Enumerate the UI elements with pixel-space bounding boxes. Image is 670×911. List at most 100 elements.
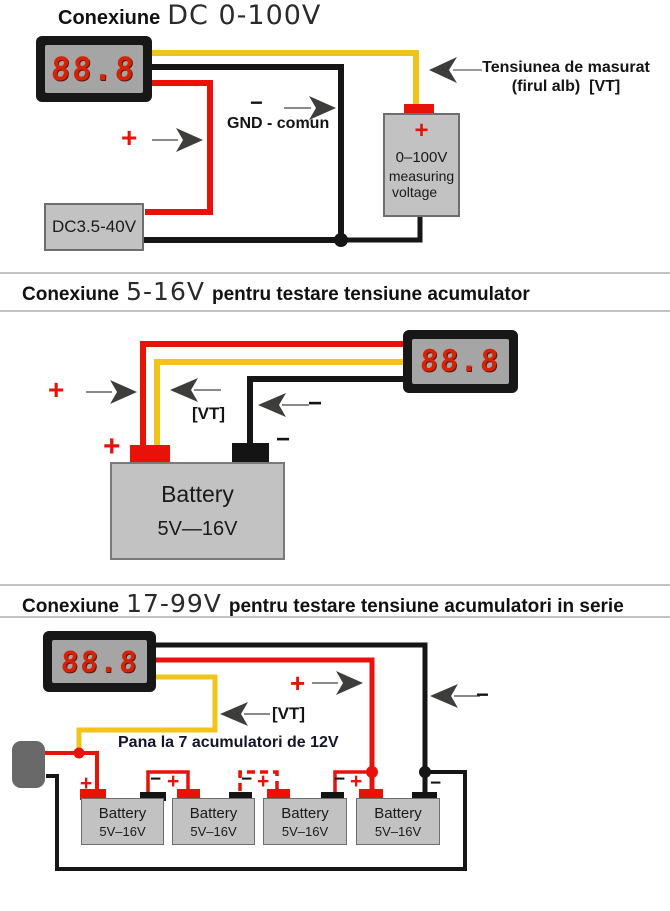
wire-black-loop-s3 [46,770,467,871]
arrow-left-measure-icon [429,57,482,83]
arrow-left-vt-s3-icon [220,702,270,726]
section1-title: Conexiune DC 0-100V [58,0,321,31]
battery4-box: Battery 5V–16V [356,798,440,845]
battery2-minus-label: − [241,769,253,790]
section2-title: Conexiune 5-16V pentru testare tensiune … [22,277,530,306]
voltmeter-display-s3: 88.8 [59,644,140,679]
gnd-minus-label-s1: − [250,90,263,115]
junction-dot-black-s3 [419,766,431,778]
battery-minus-label-s2: − [276,426,291,453]
battery2-minus-terminal [229,792,252,801]
battery-s2-line1: Battery [161,481,234,507]
wire-black-gnd-s1 [152,64,344,238]
plus-label-s2: + [48,374,65,405]
measure-label-s1: Tensiunea de masurat (firul alb) [VT] [466,58,666,96]
battery2-line2: 5V–16V [190,823,237,839]
battery1-minus-label: − [150,769,162,790]
arrow-right-plus-s2-icon [86,380,137,404]
wire-red-connector-s3 [44,751,99,790]
junction-dot-red-s3 [366,766,378,778]
battery2-line1: Battery [189,804,238,822]
voltmeter-s3: 88.8 [43,631,156,692]
vt-label-s2: [VT] [192,404,226,423]
battery3-box: Battery 5V–16V [263,798,347,845]
voltmeter-screen-s3: 88.8 [52,640,147,683]
junction-dot-s1 [334,233,348,247]
arrow-right-plus-s3-icon [312,671,363,695]
sense-box-terminal-s1 [404,104,434,115]
vt-label-s3: [VT] [272,704,306,723]
sense-box-plus: + [414,117,429,144]
plus-label-s3: + [290,668,306,698]
voltmeter-display-s1: 88.8 [50,50,138,88]
battery-plus-terminal-s2 [130,445,170,462]
wire-red-s3 [156,657,375,770]
voltmeter-screen-s1: 88.8 [45,45,143,93]
section2-title-suffix: pentru testare tensiune acumulator [211,284,530,305]
connector-plug-s3 [12,741,45,788]
bridge-battery1-2 [146,770,190,793]
battery4-minus-terminal [412,792,437,801]
wire-red-s2 [140,341,404,452]
divider-3 [0,584,670,586]
battery3-line2: 5V–16V [281,823,329,839]
section2-title-range: 5-16V [126,277,205,306]
battery4-plus-label: + [350,770,363,793]
battery3-line1: Battery [281,804,329,822]
section1-title-prefix: Conexiune [58,7,161,29]
battery-plus-label-s2: + [103,430,121,463]
battery-s2-line2: 5V—16V [157,518,238,540]
section3-title: Conexiune 17-99V pentru testare tensiune… [22,589,624,618]
divider-1 [0,272,670,274]
section3-title-suffix: pentru testare tensiune acumulatori in s… [228,596,624,617]
section1-title-range: DC 0-100V [167,0,322,31]
wire-yellow-sense-s1 [152,50,419,104]
voltmeter-s2: 88.8 [403,330,518,393]
sense-box-line2: measuring [388,168,455,184]
note-label-s3: Pana la 7 acumulatori de 12V [118,734,339,751]
voltmeter-screen-s2: 88.8 [412,339,509,384]
wire-black-s2 [247,376,404,452]
junction-dot-red-left-s3 [73,747,85,759]
battery2-box: Battery 5V–16V [172,798,255,845]
battery1-plus-label: + [80,772,93,795]
arrow-left-minus-s3-icon [430,684,480,708]
wire-black-sensebox-s1 [341,217,423,243]
minus-label-s2: − [308,390,323,417]
plus-label-s1: + [121,122,138,153]
battery2-plus-label: + [167,770,180,793]
battery4-minus-label: − [430,773,442,794]
wire-yellow-vt-s3 [76,674,218,750]
section3-title-range: 17-99V [126,589,222,618]
wire-yellow-s2 [154,359,404,452]
arrow-right-plus-s1-icon [152,128,203,152]
battery-minus-terminal-s2 [232,443,269,462]
sense-box-line3: voltage [392,184,438,200]
power-supply-label: DC3.5-40V [51,217,137,236]
battery4-plus-terminal [359,789,383,800]
battery1-line1: Battery [98,804,147,822]
battery1-box: Battery 5V–16V [81,798,164,845]
arrow-right-gnd-s1-icon [284,96,336,120]
measure-label-line1: Tensiunea de masurat [482,59,650,76]
wire-black-s3 [156,642,428,770]
divider-2 [0,310,670,312]
voltmeter-display-s2: 88.8 [419,344,502,379]
section2-title-prefix: Conexiune [22,284,120,305]
measure-label-line2: (firul alb) [VT] [511,78,621,96]
wire-red-power-s1 [145,80,213,215]
battery-box-s2: Battery 5V—16V [110,462,285,560]
minus-label-s3: − [476,682,489,707]
bridge-battery3-4 [333,770,371,793]
gnd-label-s1: GND - comun [227,115,330,132]
battery1-plus-terminal [80,789,106,800]
sense-source-box-s1: + 0–100V measuring voltage [383,113,460,217]
power-supply-box-s1: DC3.5-40V [44,203,144,251]
arrow-left-vt-s2-icon [170,378,221,402]
battery3-plus-label: + [257,770,270,793]
battery3-minus-label: − [334,769,346,790]
section3-title-prefix: Conexiune [22,596,120,617]
arrow-left-minus-s2-icon [258,393,309,417]
